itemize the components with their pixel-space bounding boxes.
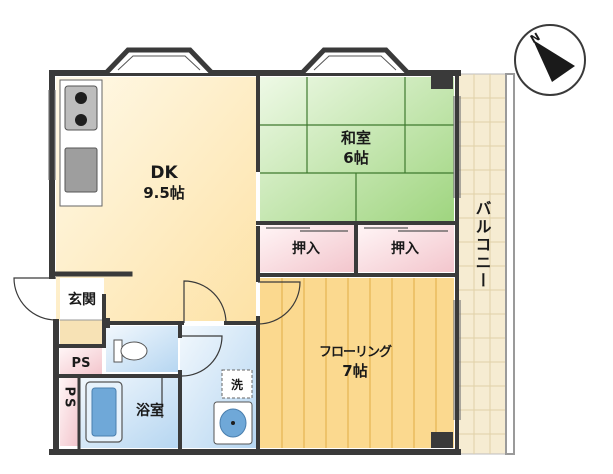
- kitchen-counter: [59, 79, 103, 207]
- bay-window-left: [104, 47, 214, 75]
- toilet-icon: [113, 339, 148, 363]
- ps-bottom-label: PS: [62, 387, 77, 410]
- balcony-label: バルコニー: [473, 200, 492, 290]
- wash-basin-icon: [213, 401, 253, 445]
- ps-bottom: [60, 378, 78, 446]
- flooring-name: フローリング: [319, 344, 392, 360]
- washer-pan: [221, 369, 253, 399]
- north-arrow-icon: [533, 40, 575, 82]
- sink: [64, 147, 98, 193]
- bathroom-label: 浴室: [136, 402, 164, 419]
- ps-top: [60, 348, 102, 374]
- oshiire-left: [260, 225, 354, 272]
- bathtub-icon: [85, 381, 123, 443]
- genkan-step: [60, 320, 104, 344]
- compass: N: [514, 24, 586, 96]
- balcony: バルコニー: [457, 73, 515, 455]
- bay-window-right: [300, 47, 410, 75]
- washer-label: 洗: [231, 377, 243, 392]
- washitsu-size: 6帖: [343, 149, 368, 167]
- doors: [13, 277, 301, 418]
- stove: [64, 85, 98, 131]
- dk-size: 9.5帖: [143, 184, 185, 202]
- washitsu-name: 和室: [341, 129, 371, 147]
- oshiire-right: [358, 225, 454, 272]
- ps-top-label: PS: [72, 356, 91, 371]
- dk-name: DK: [150, 163, 178, 183]
- genkan-label: 玄関: [68, 291, 96, 308]
- flooring-size: 7帖: [342, 362, 367, 380]
- flooring-room: [260, 278, 454, 448]
- washitsu-tatami: [260, 77, 454, 221]
- oshiire-left-label: 押入: [292, 240, 320, 257]
- genkan-floor: [60, 278, 104, 320]
- oshiire-right-label: 押入: [391, 240, 419, 257]
